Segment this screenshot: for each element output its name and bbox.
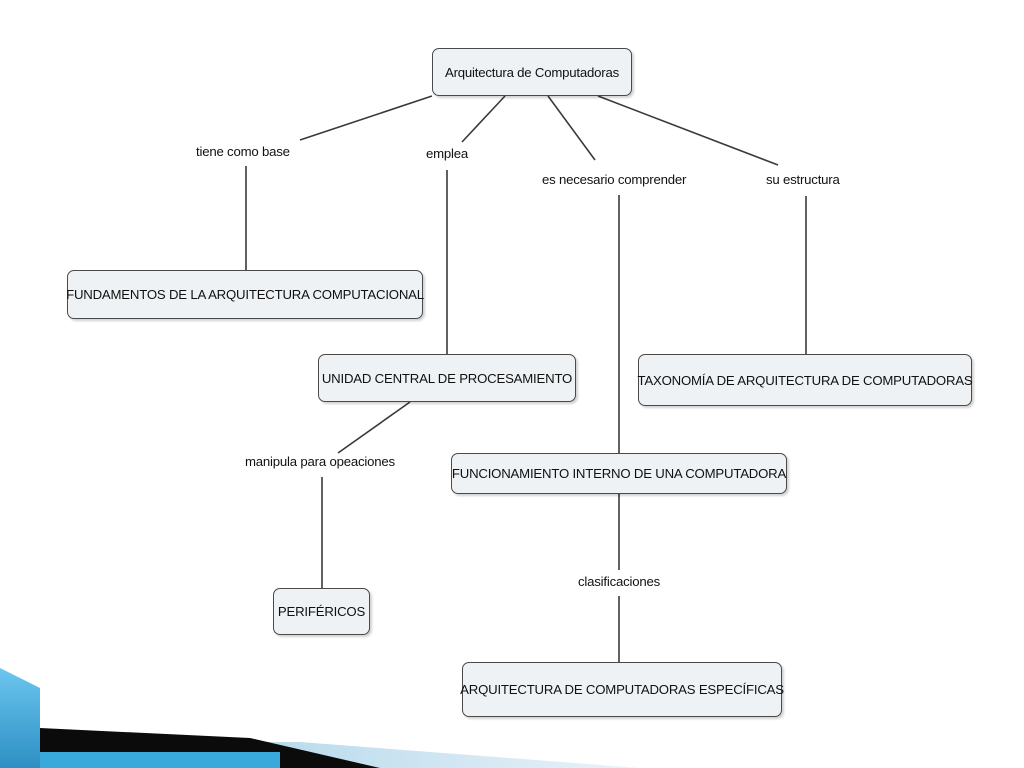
node-especificas: ARQUITECTURA DE COMPUTADORAS ESPECÍFICAS bbox=[460, 662, 784, 717]
link-label-su-estructura: su estructura bbox=[763, 172, 843, 187]
node-funcionamiento: FUNCIONAMIENTO INTERNO DE UNA COMPUTADOR… bbox=[451, 453, 787, 494]
deco-blue-stripe bbox=[40, 752, 280, 768]
connector-root-emplea bbox=[461, 95, 506, 143]
connector-root-tiene bbox=[299, 95, 433, 141]
link-label-tiene-como-base: tiene como base bbox=[193, 144, 293, 159]
connector-ucp-manipula bbox=[337, 401, 411, 454]
link-label-clasificaciones: clasificaciones bbox=[575, 574, 664, 589]
link-label-es-necesario-comprender: es necesario comprender bbox=[539, 172, 690, 187]
link-label-emplea: emplea bbox=[423, 146, 472, 161]
node-taxonomia: TAXONOMÍA DE ARQUITECTURA DE COMPUTADORA… bbox=[638, 354, 973, 406]
node-ucp: UNIDAD CENTRAL DE PROCESAMIENTO bbox=[318, 354, 576, 402]
node-fundamentos: FUNDAMENTOS DE LA ARQUITECTURA COMPUTACI… bbox=[66, 270, 424, 319]
connector-root-necesario bbox=[547, 95, 596, 161]
node-root: Arquitectura de Computadoras bbox=[432, 48, 632, 96]
link-label-manipula: manipula para opeaciones bbox=[242, 454, 398, 469]
deco-blue-band bbox=[0, 668, 40, 768]
connector-root-estructura bbox=[597, 95, 779, 166]
node-perifericos: PERIFÉRICOS bbox=[273, 588, 370, 635]
